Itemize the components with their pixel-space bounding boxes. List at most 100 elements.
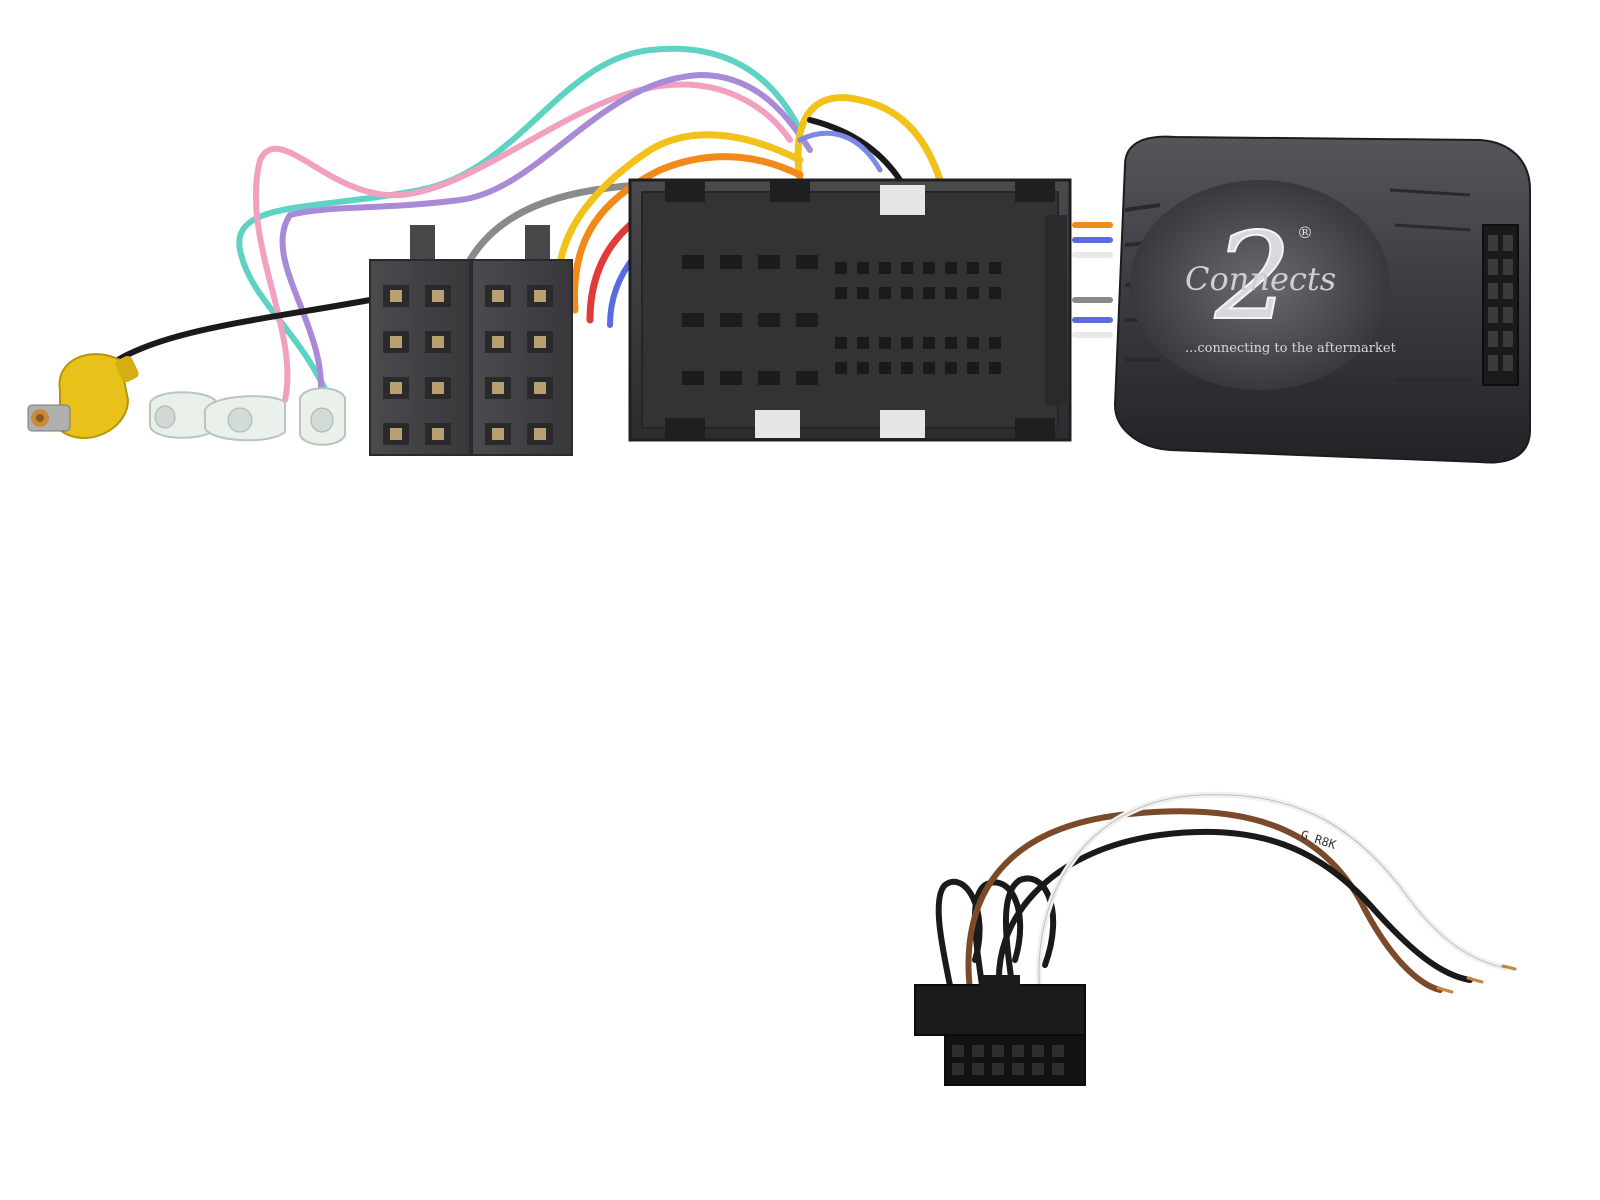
logo-registered: ® [1297,223,1313,242]
iso-pin-contact [432,382,444,394]
patch-pin-socket [1012,1063,1024,1075]
vehicle-small-pin [879,262,891,274]
box-socket-pin [1503,235,1513,251]
vehicle-small-pin [835,362,847,374]
vehicle-large-pin [682,313,704,327]
iso-pin-contact [390,382,402,394]
yellow-wire-2 [794,94,944,184]
vehicle-small-pin [901,287,913,299]
iso-pin-contact [390,428,402,440]
patch-black-wire [995,828,1473,998]
patch-pin-socket [972,1063,984,1075]
vehicle-small-pin [835,337,847,349]
yellow-wire [555,131,804,304]
logo-digit: 2 [1214,208,1291,347]
vehicle-small-pin [857,362,869,374]
iso-pin-contact [432,428,444,440]
vehicle-small-pin [967,287,979,299]
iso-pin-contact [432,290,444,302]
patch-pin-socket [1052,1063,1064,1075]
black-wire [807,117,903,183]
box-socket-pin [1488,235,1498,251]
interface-box: 2 Connects ® ...connecting to the afterm… [1113,135,1531,464]
vehicle-small-pin [857,262,869,274]
iso-pin-contact [534,382,546,394]
patch-pin-socket [1032,1063,1044,1075]
vehicle-large-pin [720,371,742,385]
box-socket-pin [1488,283,1498,299]
vehicle-small-pin [923,287,935,299]
vehicle-large-pin [796,313,818,327]
patch-black-loop-3 [1003,875,1057,1013]
rca-cable [107,297,373,368]
box-socket-pin [1488,355,1498,371]
patch-pin-socket [1032,1045,1044,1057]
patch-pin-socket [992,1063,1004,1075]
vehicle-large-pin [758,255,780,269]
wire-bundle [107,45,1113,403]
vehicle-small-pin [967,362,979,374]
vehicle-small-pin [945,362,957,374]
iso-pin-contact [492,428,504,440]
vehicle-small-pin [923,262,935,274]
vehicle-small-pin [857,337,869,349]
vehicle-large-pin [758,313,780,327]
orange-wire [570,153,804,314]
vehicle-small-pin [901,262,913,274]
box-socket-pin [1488,259,1498,275]
iso-pin-contact [534,290,546,302]
vehicle-small-pin [989,337,1001,349]
patch-pin-socket [952,1045,964,1057]
vehicle-small-pin [945,287,957,299]
vehicle-large-pin [796,371,818,385]
patch-pin-socket [952,1063,964,1075]
vehicle-small-pin [989,362,1001,374]
purple-wire [279,71,813,403]
iso-pin-contact [390,336,402,348]
vehicle-small-pin [857,287,869,299]
patch-pin-socket [972,1045,984,1057]
vehicle-small-pin [989,287,1001,299]
box-socket-pin [1503,259,1513,275]
vehicle-small-pin [901,337,913,349]
box-socket-pin [1488,307,1498,323]
iso-connector-left [369,225,471,456]
vehicle-small-pin [879,362,891,374]
box-socket-pin [1503,331,1513,347]
patch-black-loop-2 [971,879,1024,1013]
spade-terminals [149,387,346,446]
vehicle-small-pin [945,337,957,349]
patch-pin-socket [992,1045,1004,1057]
rca-plug [27,353,139,440]
vehicle-large-pin [720,255,742,269]
vehicle-connector [628,178,1072,442]
iso-pin-contact [432,336,444,348]
logo-brand: Connects [1185,260,1336,298]
patch-connector [914,975,1086,1086]
patch-lead: G R8K [935,791,1517,1013]
patch-pin-socket [1012,1045,1024,1057]
vehicle-small-pin [945,262,957,274]
blue-wire-2 [797,130,883,173]
vehicle-small-pin [879,287,891,299]
iso-pin-contact [492,290,504,302]
iso-pin-contact [492,336,504,348]
iso-pin-contact [534,336,546,348]
vehicle-small-pin [835,287,847,299]
box-socket-pin [1503,283,1513,299]
patch-black-loop-1 [935,878,983,1013]
iso-pin-contact [492,382,504,394]
vehicle-large-pin [796,255,818,269]
patch-pin-socket [1052,1045,1064,1057]
iso-pin-contact [534,428,546,440]
vehicle-small-pin [923,337,935,349]
vehicle-small-pin [923,362,935,374]
spade-terminal-3 [299,387,346,446]
vehicle-small-pin [901,362,913,374]
logo-tagline: ...connecting to the aftermarket [1185,341,1397,356]
vehicle-large-pin [682,255,704,269]
vehicle-large-pin [758,371,780,385]
vehicle-small-pin [989,262,1001,274]
pink-wire [253,81,793,403]
